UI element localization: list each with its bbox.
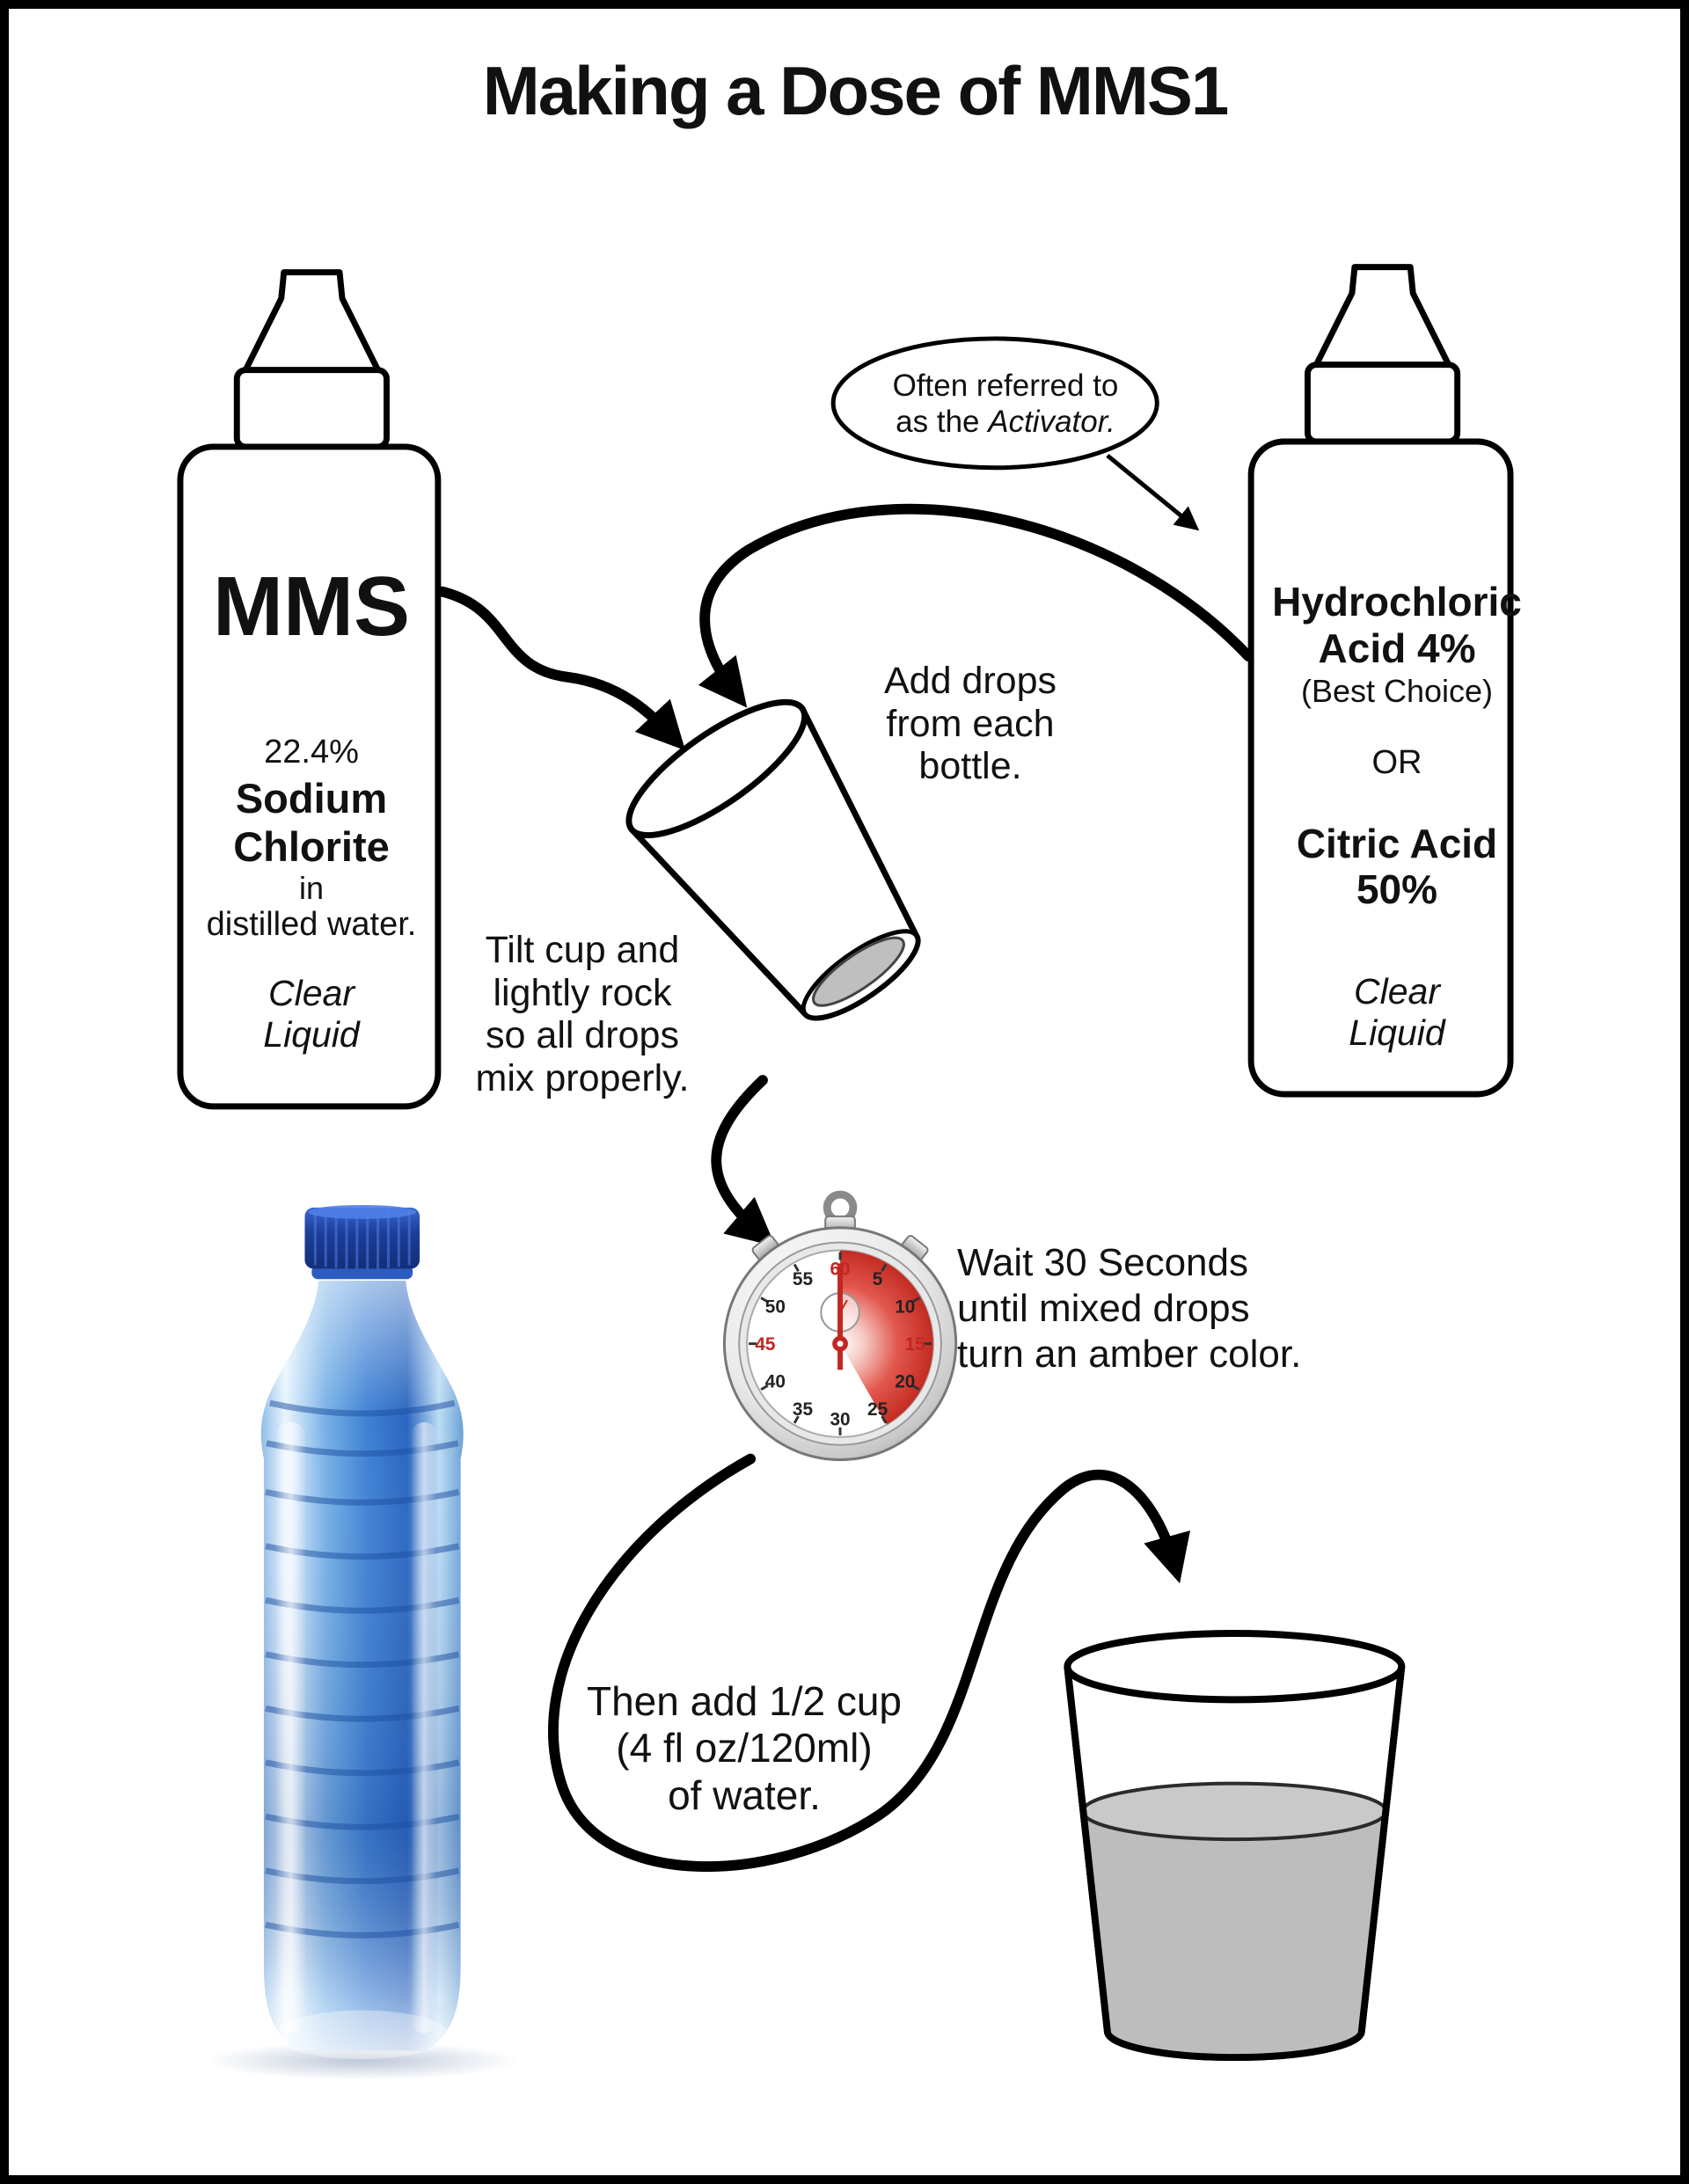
activator-bottle [1247, 264, 1514, 1098]
water-bottle-highlight-right [411, 1421, 437, 2034]
mixing-cup-rim [1064, 1630, 1406, 1704]
tilted-cup [625, 698, 921, 1021]
stopwatch-number: 35 [793, 1399, 813, 1420]
mms-bottle [177, 269, 442, 1110]
step-add-water-line1: Then add 1/2 cup [586, 1678, 903, 1724]
stopwatch-number: 15 [905, 1334, 925, 1355]
activator-primary-line2: Acid 4% [1318, 625, 1476, 671]
arrow-activator-to-cup [698, 503, 1254, 708]
speech-bubble [830, 336, 1159, 471]
stopwatch-number: 30 [830, 1409, 850, 1429]
mixing-cup-water [1083, 1811, 1386, 2058]
activator-bottle-tip [1312, 264, 1452, 369]
mms-diluent-line1: in [298, 870, 325, 907]
step-wait-line2: until mixed drops [957, 1286, 1250, 1330]
step-add-drops: Add drops from each bottle. [884, 660, 1057, 788]
water-bottle-cap-top [308, 1204, 417, 1219]
stopwatch-numbers: 60 5 10 15 20 25 30 35 40 45 50 55 [755, 1260, 925, 1430]
tilted-cup-drops [812, 936, 905, 1007]
stopwatch-icon: 60 5 10 15 20 25 30 35 40 45 50 55 [722, 1190, 958, 1462]
step-tilt-line4: mix properly. [475, 1056, 690, 1099]
mms-concentration: 22.4% [264, 734, 359, 771]
mixing-cup-outline [1064, 1666, 1406, 2062]
mixing-cup-water-surface [1081, 1781, 1388, 1842]
step-tilt-line3: so all drops [486, 1014, 679, 1057]
mms-bottle-tip [242, 269, 382, 374]
activator-primary-line1: Hydrochloric [1272, 579, 1522, 625]
activator-bottle-body [1247, 438, 1514, 1098]
callout-line2-plain: as the [896, 405, 989, 440]
tilted-cup-rim [625, 698, 808, 839]
stopwatch-number: 50 [765, 1297, 786, 1317]
activator-alt-line2: 50% [1356, 866, 1438, 913]
step-wait-line3: turn an amber color. [957, 1332, 1302, 1376]
activator-alt-line1: Citric Acid [1296, 820, 1498, 866]
stopwatch-ticks [749, 1252, 932, 1435]
stopwatch-number: 10 [895, 1297, 915, 1317]
arrow-stopwatch-to-mixing-cup [548, 1453, 1190, 1873]
mms-bottle-label: 22.4% Sodium Chlorite in distilled water… [207, 732, 417, 945]
water-bottle-shadow [205, 2042, 519, 2080]
activator-bottle-cap [1304, 362, 1461, 445]
mms-brand-label: MMS [213, 559, 410, 654]
step-tilt-line1: Tilt cup and [485, 929, 680, 971]
activator-appearance-label: Clear Liquid [1349, 971, 1444, 1054]
stopwatch-number: 20 [895, 1372, 915, 1392]
activator-appearance-line1: Clear [1354, 971, 1440, 1012]
stopwatch-number: 5 [873, 1269, 883, 1289]
stopwatch-needle-hub-center [837, 1340, 844, 1348]
activator-primary-note: (Best Choice) [1300, 672, 1494, 709]
step-tilt-line2: lightly rock [493, 971, 672, 1014]
step-add-water: Then add 1/2 cup (4 fl oz/120ml) of wate… [587, 1678, 902, 1819]
activator-or-label: OR [1371, 743, 1422, 781]
arrow-mms-to-cup [436, 586, 686, 751]
mms-chemical-line1: Sodium [235, 774, 388, 822]
water-bottle-base-flare [274, 2010, 450, 2060]
arrow-cup-to-stopwatch [711, 1075, 776, 1247]
speech-bubble-arrow [1106, 453, 1200, 531]
callout-line2-italic: Activator. [988, 405, 1115, 440]
mixing-cup [1064, 1630, 1406, 2062]
step-add-drops-line3: bottle. [918, 745, 1022, 788]
activator-bottle-label: Hydrochloric Acid 4% (Best Choice) OR Ci… [1272, 579, 1522, 913]
mms-bottle-body [177, 443, 442, 1110]
stopwatch-number: 45 [755, 1334, 775, 1355]
mms-bottle-cap [233, 367, 390, 450]
step-add-drops-line1: Add drops [883, 660, 1057, 702]
step-tilt-cup: Tilt cup and lightly rock so all drops m… [476, 929, 690, 1099]
mms-appearance-line1: Clear [268, 973, 355, 1013]
diagram-art: 60 5 10 15 20 25 30 35 40 45 50 55 [177, 264, 1514, 2080]
water-bottle-cap [304, 1207, 420, 1269]
stopwatch-number: 25 [867, 1399, 888, 1420]
mms-diluent-line2: distilled water. [206, 906, 417, 943]
page-title: Making a Dose of MMS1 [482, 52, 1229, 129]
step-add-water-line3: of water. [668, 1771, 821, 1818]
mms-appearance-line2: Liquid [263, 1014, 360, 1055]
activator-appearance-line2: Liquid [1349, 1012, 1445, 1054]
stopwatch-number: 55 [793, 1269, 813, 1289]
step-add-drops-line2: from each [886, 702, 1055, 745]
step-add-water-line2: (4 fl oz/120ml) [616, 1725, 873, 1771]
callout-line1: Often referred to [892, 369, 1119, 403]
callout-text: Often referred to as the Activator. [893, 368, 1119, 441]
mms-appearance-label: Clear Liquid [263, 973, 359, 1055]
step-wait: Wait 30 Seconds until mixed drops turn a… [957, 1240, 1301, 1377]
callout-line2: as the Activator. [893, 404, 1119, 440]
step-wait-line1: Wait 30 Seconds [957, 1241, 1248, 1284]
mms-chemical-line2: Chlorite [233, 822, 390, 870]
water-bottle-highlight-left [274, 1421, 307, 2034]
stopwatch-number: 40 [765, 1372, 786, 1392]
stopwatch-red-sector [840, 1250, 933, 1425]
water-bottle-photo [205, 1204, 519, 2080]
